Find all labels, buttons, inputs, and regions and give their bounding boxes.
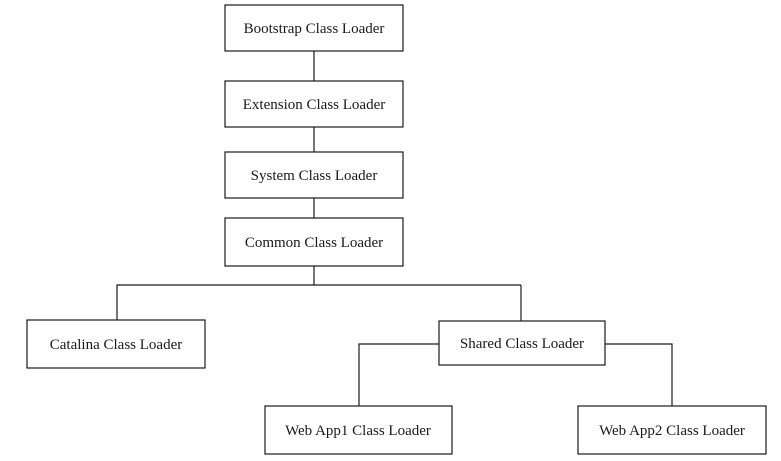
node-label: Bootstrap Class Loader <box>244 21 385 37</box>
node-catalina-class-loader: Catalina Class Loader <box>26 319 206 369</box>
connectors <box>116 51 673 406</box>
edge-shared-webapp2 <box>605 343 673 406</box>
node-label: Shared Class Loader <box>460 336 584 352</box>
node-webapp2-class-loader: Web App2 Class Loader <box>577 405 767 455</box>
node-label: Web App1 Class Loader <box>285 423 431 439</box>
node-label: Web App2 Class Loader <box>599 423 745 439</box>
edge-common-children <box>116 266 315 320</box>
node-label: Catalina Class Loader <box>50 337 182 353</box>
edge-shared-webapp1 <box>358 343 439 406</box>
node-bootstrap-class-loader: Bootstrap Class Loader <box>224 4 404 52</box>
node-system-class-loader: System Class Loader <box>224 151 404 199</box>
node-label: Common Class Loader <box>245 235 383 251</box>
node-label: System Class Loader <box>251 168 378 184</box>
node-shared-class-loader: Shared Class Loader <box>438 320 606 366</box>
node-common-class-loader: Common Class Loader <box>224 217 404 267</box>
node-webapp1-class-loader: Web App1 Class Loader <box>264 405 453 455</box>
node-extension-class-loader: Extension Class Loader <box>224 80 404 128</box>
node-label: Extension Class Loader <box>243 97 385 113</box>
